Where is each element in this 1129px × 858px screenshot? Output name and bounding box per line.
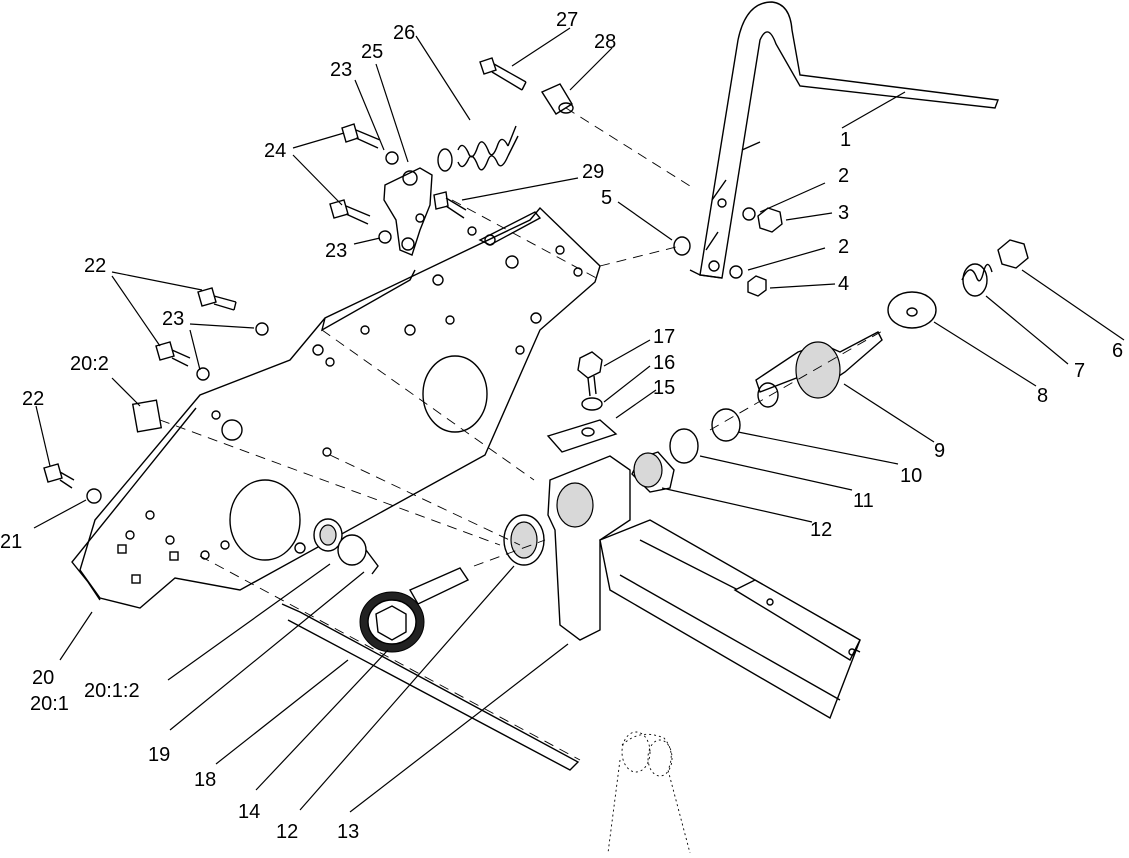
bolt-29 (433, 191, 467, 219)
washer-23-low (196, 367, 210, 381)
callout-20: 20 (32, 667, 54, 689)
callout-4: 4 (838, 273, 849, 295)
callout-19: 19 (148, 744, 170, 766)
callout-20-1-2: 20:1:2 (84, 680, 140, 702)
callout-5: 5 (601, 187, 612, 209)
callout-15: 15 (653, 377, 675, 399)
snap-ring-10 (711, 408, 741, 442)
callout-8: 8 (1037, 385, 1048, 407)
callout-23-top: 23 (330, 59, 352, 81)
callout-16: 16 (653, 352, 675, 374)
callout-1: 1 (840, 129, 851, 151)
latch-plate (383, 167, 433, 256)
bolt-22-mid (155, 341, 191, 367)
bolt-22-lower (43, 463, 75, 489)
bushing-12-left (503, 514, 545, 566)
callout-3: 3 (838, 202, 849, 224)
callout-labels: 1 2 3 2 4 5 6 7 8 9 10 11 12 17 16 15 27… (0, 9, 1123, 843)
callout-24: 24 (264, 140, 286, 162)
callout-22-upper: 22 (84, 255, 106, 277)
spring-7 (961, 263, 993, 297)
callout-11: 11 (853, 490, 874, 512)
callout-18: 18 (194, 769, 216, 791)
callout-12-right: 12 (810, 519, 832, 541)
pivot-shaft-9 (755, 331, 883, 408)
arm-assembly-13 (547, 455, 861, 720)
callout-27: 27 (556, 9, 578, 31)
callout-14: 14 (238, 801, 260, 823)
callout-23-low: 23 (162, 308, 184, 330)
washer-23-lower (378, 230, 392, 244)
callout-2-upper: 2 (838, 165, 849, 187)
bushing-12-right (631, 451, 675, 493)
callout-10: 10 (900, 465, 922, 487)
bolt-22-upper (197, 287, 237, 311)
gear-14 (359, 567, 470, 653)
callout-9: 9 (934, 440, 945, 462)
callout-6: 6 (1112, 340, 1123, 362)
washer-8 (887, 291, 937, 329)
spacer-28 (540, 83, 574, 115)
callout-29: 29 (582, 161, 604, 183)
washer-23-upper (385, 151, 399, 165)
spacer-5 (673, 236, 691, 256)
washer-2-lower (729, 265, 743, 279)
callout-21: 21 (0, 531, 22, 553)
nut-6 (997, 239, 1029, 269)
washer-21 (86, 488, 102, 504)
callout-23-mid: 23 (325, 240, 347, 262)
bushing-20-1-2 (313, 518, 343, 552)
callout-22-lower: 22 (22, 388, 44, 410)
callout-20-1: 20:1 (30, 693, 69, 715)
lower-strap (281, 603, 580, 771)
washer-16 (581, 397, 603, 411)
callout-2-lower: 2 (838, 236, 849, 258)
washer-2-upper (742, 207, 756, 221)
decal-20-2 (131, 399, 163, 433)
nut-4 (747, 275, 767, 297)
handle-bar (689, 1, 999, 279)
bracket-15 (546, 419, 618, 453)
callout-7: 7 (1074, 360, 1085, 382)
callout-13: 13 (337, 821, 359, 843)
callout-17: 17 (653, 326, 675, 348)
callout-12-left: 12 (276, 821, 298, 843)
callout-26: 26 (393, 22, 415, 44)
callout-25: 25 (361, 41, 383, 63)
washer-23-mid (255, 322, 269, 336)
bolt-24-upper (341, 123, 381, 149)
leader-lines (33, 27, 1125, 813)
callout-28: 28 (594, 31, 616, 53)
bolt-24-lower (329, 199, 371, 225)
ring-11 (669, 428, 699, 464)
spring (437, 125, 519, 172)
callout-20-2: 20:2 (70, 353, 109, 375)
bolt-27 (479, 57, 527, 91)
bolt-17 (577, 351, 603, 397)
ghost-bracket (607, 731, 691, 854)
bushing-19 (337, 534, 379, 575)
